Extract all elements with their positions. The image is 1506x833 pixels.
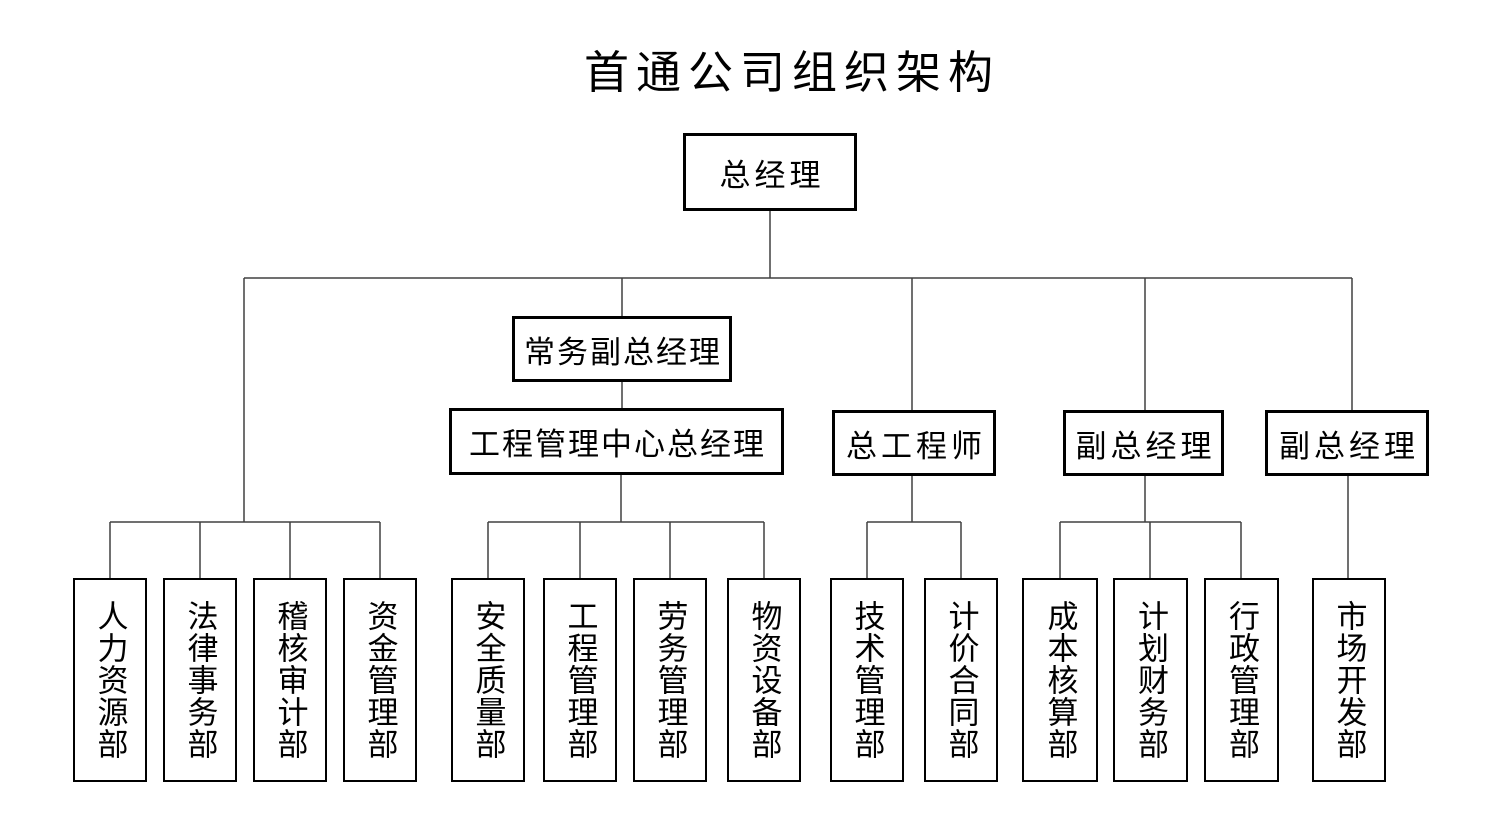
dept-box-cost-accounting: 成本核算部 [1022,578,1098,782]
dept-box-audit: 稽核审计部 [253,578,327,782]
dept-box-engineering-management: 工程管理部 [543,578,617,782]
org-box-deputy-gm-1: 副总经理 [1063,410,1224,476]
dept-box-legal-affairs: 法律事务部 [163,578,237,782]
org-box-executive-deputy-gm: 常务副总经理 [512,316,732,382]
dept-box-pricing-contract: 计价合同部 [924,578,998,782]
dept-box-fund-management: 资金管理部 [343,578,417,782]
org-box-general-manager: 总经理 [683,133,857,211]
dept-box-administration: 行政管理部 [1204,578,1279,782]
dept-box-market-development: 市场开发部 [1312,578,1386,782]
dept-box-labor-management: 劳务管理部 [633,578,707,782]
org-box-chief-engineer: 总工程师 [832,410,996,476]
dept-box-materials-equipment: 物资设备部 [727,578,801,782]
dept-box-human-resources: 人力资源部 [73,578,147,782]
org-box-deputy-gm-2: 副总经理 [1265,410,1429,476]
dept-box-planning-finance: 计划财务部 [1113,578,1188,782]
dept-box-safety-quality: 安全质量部 [451,578,525,782]
org-box-engineering-center-gm: 工程管理中心总经理 [449,408,784,475]
dept-box-technology-management: 技术管理部 [830,578,904,782]
chart-title: 首通公司组织架构 [583,48,1000,98]
